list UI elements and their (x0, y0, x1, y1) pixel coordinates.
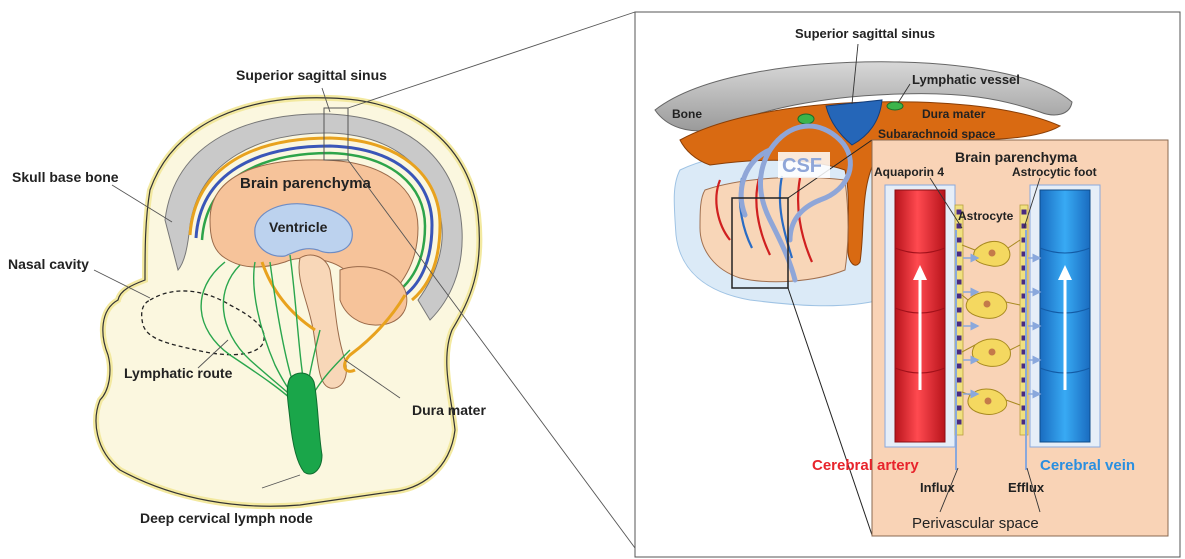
label-bone: Bone (672, 107, 702, 121)
aquaporin-dot (957, 308, 962, 313)
label-nasal-cavity: Nasal cavity (8, 256, 89, 272)
label-aquaporin-4: Aquaporin 4 (874, 165, 944, 179)
label-subarachnoid-space: Subarachnoid space (878, 127, 996, 141)
aquaporin-dot (957, 280, 962, 285)
aquaporin-dot (957, 392, 962, 397)
label-efflux: Efflux (1008, 480, 1045, 495)
label-cerebral-artery: Cerebral artery (812, 457, 919, 474)
label-astrocytic-foot: Astrocytic foot (1012, 165, 1097, 179)
aquaporin-dot (957, 336, 962, 341)
aquaporin-dot (957, 322, 962, 327)
aquaporin-dot (957, 266, 962, 271)
label-superior-sagittal-sinus-left: Superior sagittal sinus (236, 67, 387, 83)
label-cerebral-vein: Cerebral vein (1040, 457, 1135, 474)
lymphatic-vessel-1 (887, 102, 903, 110)
aquaporin-dot (957, 378, 962, 383)
aquaporin-dot (957, 252, 962, 257)
label-astrocyte: Astrocyte (958, 209, 1014, 223)
label-superior-sagittal-sinus-right: Superior sagittal sinus (795, 26, 935, 41)
aquaporin-dot (957, 406, 962, 411)
label-deep-cervical-lymph-node: Deep cervical lymph node (140, 510, 313, 526)
label-lymphatic-vessel: Lymphatic vessel (912, 72, 1020, 87)
aquaporin-dot (957, 364, 962, 369)
head-illustration (96, 98, 479, 506)
label-dura-mater-right: Dura mater (922, 107, 986, 121)
label-ventricle: Ventricle (269, 219, 328, 235)
aquaporin-dot (957, 294, 962, 299)
aquaporin-dot (1022, 210, 1027, 215)
label-csf: CSF (782, 155, 822, 177)
aquaporin-dot (957, 350, 962, 355)
label-perivascular-space: Perivascular space (912, 515, 1039, 532)
aquaporin-dot (957, 238, 962, 243)
label-brain-parenchyma-right: Brain parenchyma (955, 149, 1077, 165)
label-influx: Influx (920, 480, 955, 495)
aquaporin-dot (957, 420, 962, 425)
label-dura-mater-left: Dura mater (412, 402, 486, 418)
label-skull-base-bone: Skull base bone (12, 169, 119, 185)
perivascular-zoom-panel (872, 140, 1168, 536)
lymphatic-vessel-2 (798, 114, 814, 124)
label-lymphatic-route: Lymphatic route (124, 365, 233, 381)
label-brain-parenchyma-left: Brain parenchyma (240, 175, 372, 192)
